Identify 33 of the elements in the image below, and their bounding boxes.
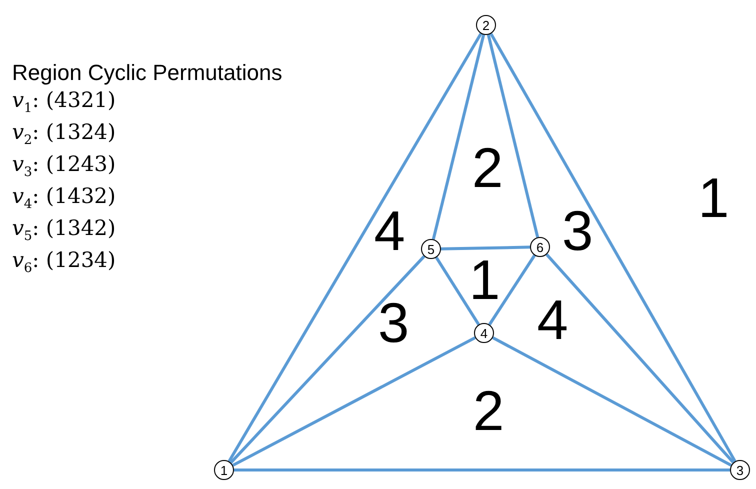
region-label: 4 (537, 292, 568, 348)
graph-edge (435, 256, 480, 326)
permutation-line: v$_{1}$: (4321) (12, 88, 116, 116)
graph-edge (228, 32, 482, 462)
graph-edge (432, 34, 486, 240)
permutation-line: v$_{5}$: (1342) (12, 216, 116, 244)
graph-edge (234, 468, 730, 472)
graph-edge (488, 254, 536, 326)
permutation-line: v$_{3}$: (1243) (12, 152, 116, 180)
vertex-circle: 2 (476, 15, 496, 35)
region-label: 1 (469, 252, 500, 308)
graph-edge (492, 336, 732, 467)
vertex-circle: 1 (214, 460, 234, 480)
graph-edge (440, 246, 530, 250)
permutation-line: v$_{2}$: (1324) (12, 120, 116, 148)
permutation-line: v$_{6}$: (1234) (12, 248, 116, 276)
permutation-line: v$_{4}$: (1432) (12, 184, 116, 212)
vertex-circle: 3 (730, 460, 750, 480)
region-label: 4 (374, 203, 406, 259)
vertex-circle: 6 (530, 237, 550, 257)
region-label: 1 (698, 170, 730, 226)
region-label: 3 (378, 295, 410, 351)
region-label: 3 (562, 203, 594, 259)
region-label: 2 (473, 383, 504, 439)
region-label: 2 (472, 140, 504, 196)
graph-edge (486, 34, 540, 238)
graph-edge (230, 255, 426, 464)
vertex-circle: 4 (474, 323, 494, 343)
heading: Region Cyclic Permutations (12, 60, 282, 86)
graph-edge (546, 253, 734, 464)
graph-edge (490, 32, 736, 462)
vertex-circle: 5 (421, 239, 441, 259)
graph-edge (232, 336, 476, 467)
